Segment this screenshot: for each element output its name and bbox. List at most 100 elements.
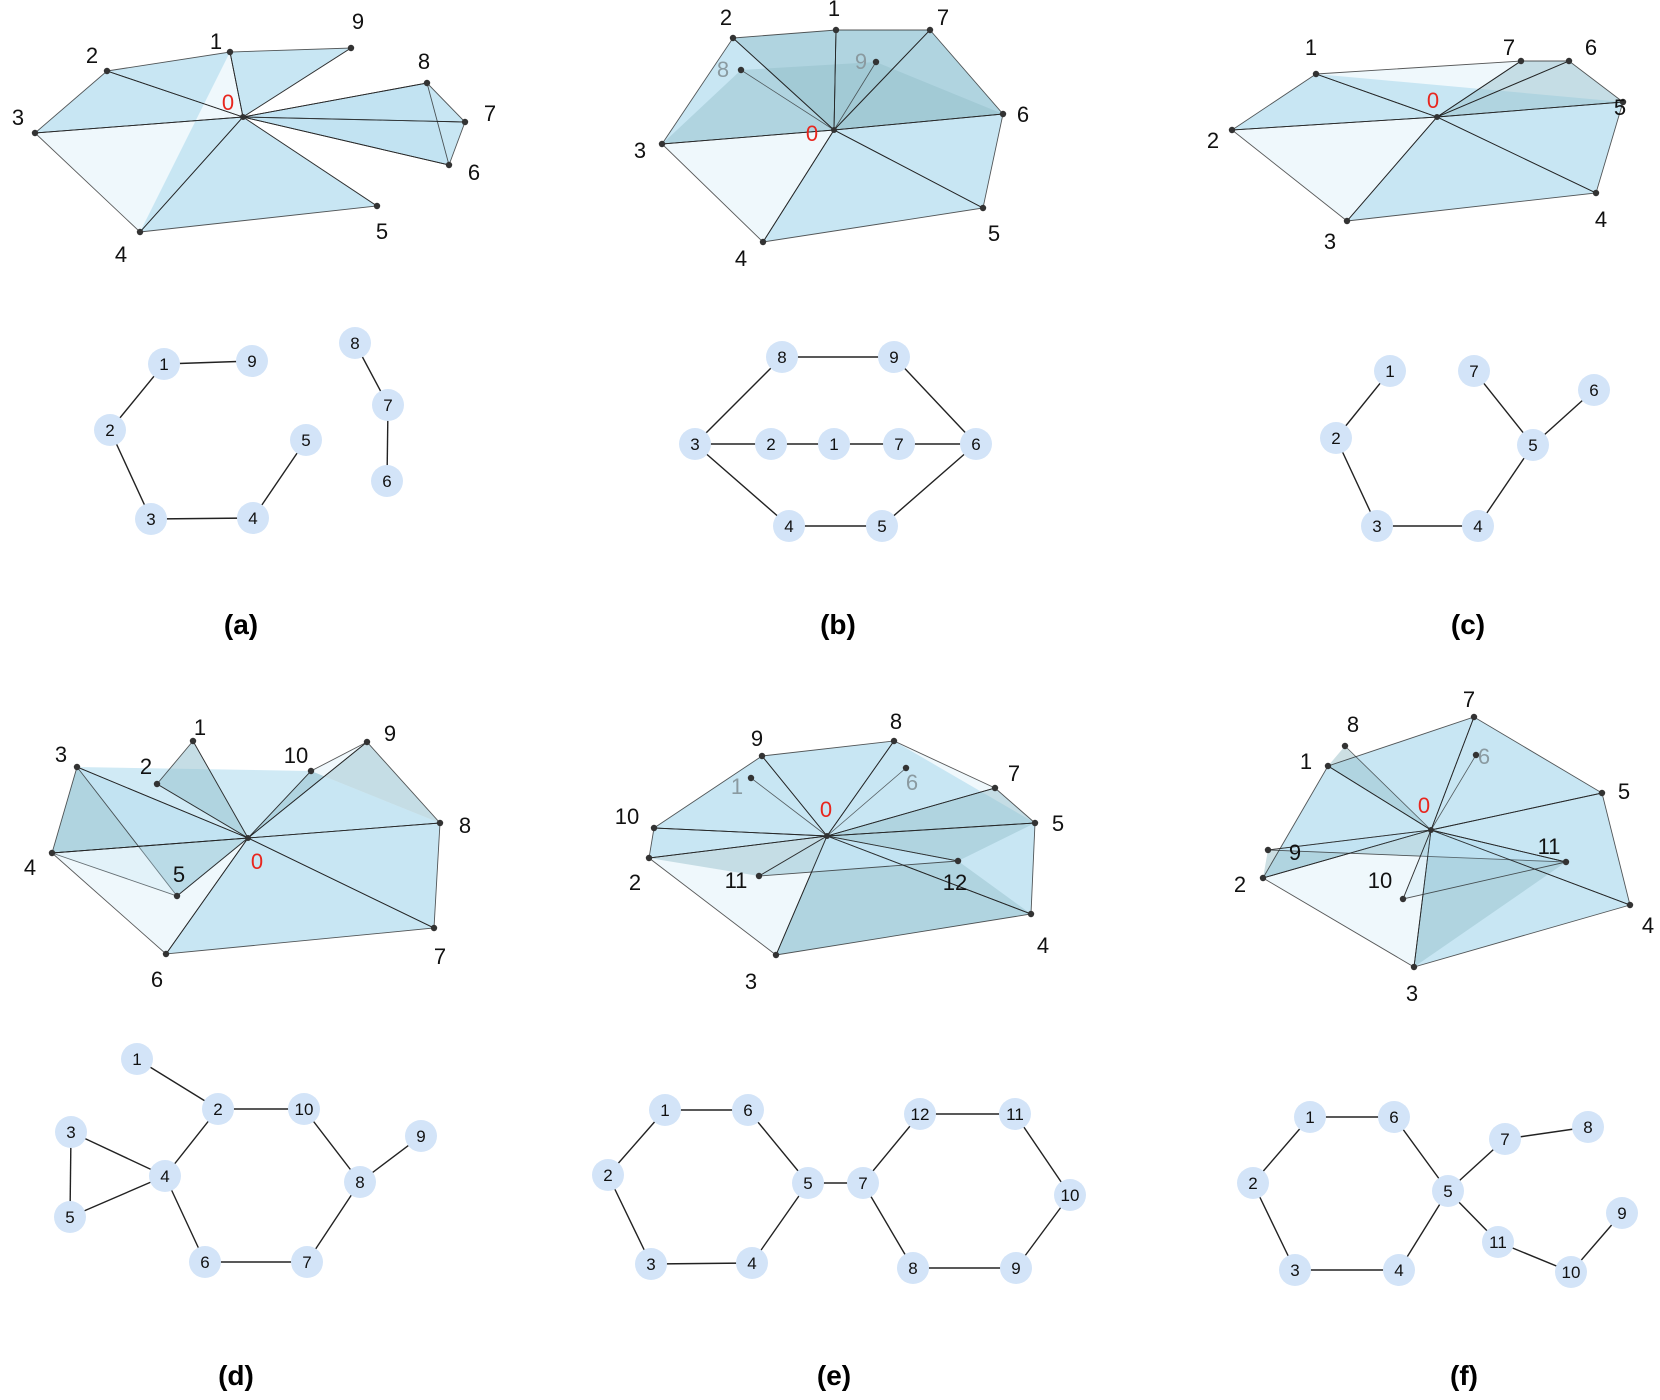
graph-node	[999, 1098, 1031, 1130]
link-vertex-label: 8	[459, 813, 471, 838]
graph-node-label: 10	[1061, 1186, 1080, 1205]
graph-node	[732, 1094, 764, 1126]
link-vertex-label: 6	[906, 770, 918, 795]
graph-node-label: 6	[1389, 1108, 1398, 1127]
link-spoke	[750, 777, 828, 837]
link-vertex	[902, 764, 910, 772]
graph-node	[236, 345, 268, 377]
link-vertex	[926, 26, 934, 34]
link-spoke	[34, 116, 244, 134]
link-vertex	[423, 79, 431, 87]
link-spoke	[242, 116, 378, 207]
link-spoke	[156, 783, 249, 839]
link-vertex	[103, 67, 111, 75]
graph-node	[904, 1098, 936, 1130]
graph-node-label: 3	[690, 435, 699, 454]
graph-node-label: 5	[803, 1174, 812, 1193]
link-spoke	[229, 51, 244, 118]
graph-node-label: 4	[784, 517, 793, 536]
graph-node	[960, 428, 992, 460]
link-vertex	[747, 774, 755, 782]
link-vertex	[1343, 217, 1351, 225]
link-face	[1263, 717, 1630, 967]
link-spoke	[242, 116, 466, 123]
graph-node-label: 9	[1617, 1204, 1626, 1223]
link-vertex	[73, 763, 81, 771]
link-vertex-label: 6	[151, 967, 163, 992]
link-spoke	[1430, 792, 1603, 831]
link-vertex-label: 11	[1538, 834, 1561, 859]
graph-edge	[1335, 437, 1378, 527]
link-spoke	[1315, 73, 1438, 118]
link-spoke	[762, 129, 835, 243]
link-vertex-label: 12	[943, 870, 967, 895]
link-vertex-label: 7	[484, 101, 496, 126]
graph-node-label: 6	[200, 1253, 209, 1272]
graph-node	[773, 510, 805, 542]
link-vertex	[1562, 858, 1570, 866]
graph-node	[847, 1167, 879, 1199]
link-vertex-label: 5	[1052, 811, 1064, 836]
panel-caption: (f)	[1450, 1360, 1478, 1391]
graph-node-label: 1	[829, 435, 838, 454]
link-vertex-label: 1	[828, 0, 840, 21]
link-vertex	[755, 872, 763, 880]
graph-edge	[1252, 1182, 1296, 1271]
graph-node	[1374, 355, 1406, 387]
link-vertex-label: 1	[731, 774, 743, 799]
hub-label: 0	[1427, 88, 1439, 113]
link-vertex	[136, 228, 144, 236]
link-vertex-label: 10	[1368, 868, 1392, 893]
link-face	[230, 48, 351, 117]
graph-node	[1320, 422, 1352, 454]
graph-node-label: 9	[247, 352, 256, 371]
link-vertex	[954, 857, 962, 865]
link-vertex	[1027, 910, 1035, 918]
graph-edge	[607, 1174, 652, 1265]
link-face-shaded	[827, 788, 1035, 861]
graph-edge	[751, 1182, 809, 1264]
hub-vertex	[240, 114, 246, 120]
link-vertex	[979, 204, 987, 212]
link-vertex-label: 4	[1037, 933, 1049, 958]
graph-node	[135, 503, 167, 535]
link-vertex	[1565, 57, 1573, 65]
link-face	[35, 52, 243, 232]
graph-node-label: 2	[105, 421, 114, 440]
graph-node-label: 10	[295, 1100, 314, 1119]
link-vertex-label: 10	[615, 804, 639, 829]
link-vertex-label: 4	[1642, 913, 1654, 938]
link-vertex-label: 9	[1289, 840, 1301, 865]
link-spoke	[247, 837, 435, 929]
graph-edge	[109, 429, 152, 520]
link-spoke	[1430, 829, 1631, 906]
graph-node	[1294, 1101, 1326, 1133]
link-vertex-label: 5	[1618, 779, 1630, 804]
graph-node	[1572, 1111, 1604, 1143]
link-spoke	[826, 787, 996, 837]
link-spoke	[826, 740, 895, 837]
graph-node-label: 4	[160, 1167, 169, 1186]
graph-node-label: 7	[894, 435, 903, 454]
link-vertex-label: 1	[1305, 35, 1317, 60]
link-spoke	[648, 835, 828, 859]
graph-node-label: 11	[1489, 1233, 1507, 1252]
link-vertex-label: 9	[855, 49, 867, 74]
link-vertex-label: 11	[725, 868, 748, 893]
link-vertex-label: 6	[1017, 102, 1029, 127]
graph-node-label: 3	[66, 1123, 75, 1142]
link-vertex-label: 3	[1406, 981, 1418, 1006]
graph-node	[291, 1246, 323, 1278]
graph-node	[1000, 1252, 1032, 1284]
link-spoke	[1402, 829, 1432, 900]
link-vertex	[1324, 762, 1332, 770]
link-vertex	[1228, 126, 1236, 134]
link-vertex	[658, 140, 666, 148]
